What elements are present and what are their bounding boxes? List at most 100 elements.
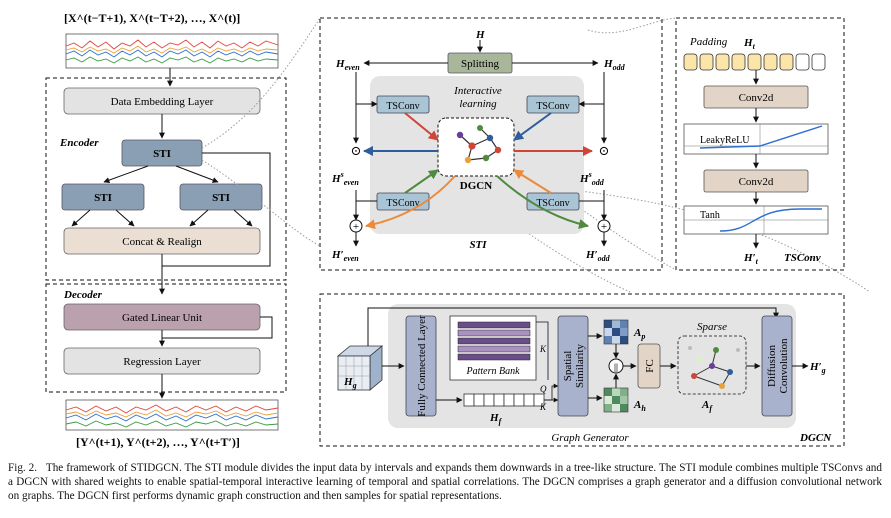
h-even-label: Heven [335,58,360,72]
tsconv-label-2: TSConv [536,101,569,112]
decoder-label: Decoder [63,289,103,301]
output-sequence-label: [Y^(t+1), Y^(t+2), …, Y^(t+T′)] [76,435,240,449]
sti-block-top: STI [121,139,203,167]
hprime-odd-label: H′odd [585,249,611,263]
tsconv-odd-top: TSConv [526,95,580,114]
tsconv-output-label: H′t [743,252,759,266]
key-label-1: K [539,344,547,354]
concat-realign-layer: Concat & Realign [63,227,261,255]
fc-layer-label: Fully Connected Layer [416,315,428,417]
sparse-label: Sparse [697,321,727,333]
hg-output-label: H′g [809,361,826,375]
sti-input-h: H [475,29,485,41]
pattern-bank-label: Pattern Bank [465,366,520,377]
residual-connection [161,152,271,267]
ap-matrix [603,319,629,345]
concat-symbol: || [614,362,618,372]
ah-label: Ah [633,399,646,413]
leakyrelu-block: LeakyReLU [683,123,829,155]
sti-block-right: STI [179,183,263,211]
dgcn-center-block: DGCN [437,117,515,192]
graph-generator-label: Graph Generator [551,432,629,444]
graph-generator-area [388,304,796,428]
splitting-block: Splitting [447,52,513,74]
encoder-label: Encoder [59,137,99,149]
add-odd-symbol: + [601,221,607,233]
hf-label: Hf [489,412,503,426]
dgcn-panel-title: DGCN [799,432,832,444]
sti-panel-title: STI [469,239,487,251]
tsconv-even-top: TSConv [376,95,430,114]
regression-label: Regression Layer [123,356,201,368]
spatial-similarity-block: Spatial Similarity [557,315,589,417]
sti-left-label: STI [94,192,112,204]
hadamard-odd: ⊙ [599,143,610,158]
convolution-label: Convolution [778,338,790,394]
fc-label: FC [644,359,656,372]
hs-even-label: Hseven [331,170,359,187]
dotted-connectors [201,17,871,293]
sti-panel: H Splitting Heven Hodd Interactive learn… [319,17,663,271]
left-panel: [X^(t−T+1), X^(t−T+2), …, X^(t)] Encoder… [45,11,287,449]
concat-label: Concat & Realign [122,236,202,248]
sti-dgcn-label: DGCN [460,180,492,192]
key-label-2: K [539,402,547,412]
tsconv-even-bottom: TSConv [376,192,430,211]
add-even-symbol: + [353,221,359,233]
conv2d-block-2: Conv2d [703,169,809,193]
output-timeseries-plot [65,399,279,431]
tsconv-label-4: TSConv [536,198,569,209]
pattern-bank: Pattern Bank [449,315,537,381]
framework-figure: [X^(t−T+1), X^(t−T+2), …, X^(t)] Encoder… [45,11,871,449]
learning-label: learning [459,98,497,110]
gated-linear-unit: Gated Linear Unit [63,303,261,331]
caption-lead: Fig. 2. [8,462,38,474]
conv2d-label-1: Conv2d [739,92,774,104]
diffusion-convolution-block: Diffusion Convolution [761,315,793,417]
glu-label: Gated Linear Unit [122,312,202,324]
hs-odd-label: Hsodd [579,170,605,187]
hprime-even-label: H′even [331,249,359,263]
tsconv-odd-bottom: TSConv [526,192,580,211]
tsconv-label-1: TSConv [386,101,419,112]
dgcn-panel: Hg Fully Connected Layer Pattern Bank K [319,293,845,447]
tsconv-panel-title: TSConv [784,252,821,264]
regression-layer: Regression Layer [63,347,261,375]
af-label: Af [701,399,713,413]
hf-feature-cells [463,393,545,407]
sti-right-label: STI [212,192,230,204]
similarity-label: Similarity [574,344,586,389]
data-embedding-layer: Data Embedding Layer [63,87,261,115]
ap-label: Ap [633,327,645,341]
sti-block-left: STI [61,183,145,211]
padding-cells [683,53,826,71]
interactive-label: Interactive [453,85,502,97]
tsconv-label-3: TSConv [386,198,419,209]
caption-text: The framework of STIDGCN. The STI module… [8,462,882,502]
splitting-label: Splitting [461,58,499,70]
tanh-block: Tanh [683,205,829,235]
conv2d-block-1: Conv2d [703,85,809,109]
ah-matrix [603,387,629,413]
sparse-graph [677,335,747,395]
tanh-label: Tanh [700,210,720,221]
tsconv-input-label: Ht [743,37,756,51]
data-embedding-label: Data Embedding Layer [111,96,214,108]
padding-label: Padding [689,36,728,48]
sti-top-label: STI [153,148,171,160]
encoder-box [45,77,287,281]
diffusion-label: Diffusion [766,345,778,387]
conv2d-label-2: Conv2d [739,176,774,188]
hadamard-even: ⊙ [351,143,362,158]
query-label: Q [540,384,547,394]
leakyrelu-label: LeakyReLU [700,135,750,146]
spatial-label: Spatial [562,351,574,382]
decoder-box [45,283,287,393]
hg-input-label: Hg [343,376,357,390]
fc-block: FC [637,343,661,389]
input-timeseries-plot [65,33,279,69]
tsconv-panel: Padding Ht Conv2d LeakyReLU [675,17,845,271]
figure-caption: Fig. 2. The framework of STIDGCN. The ST… [8,461,882,503]
fully-connected-layer: Fully Connected Layer [405,315,437,417]
h-odd-label: Hodd [603,58,626,72]
